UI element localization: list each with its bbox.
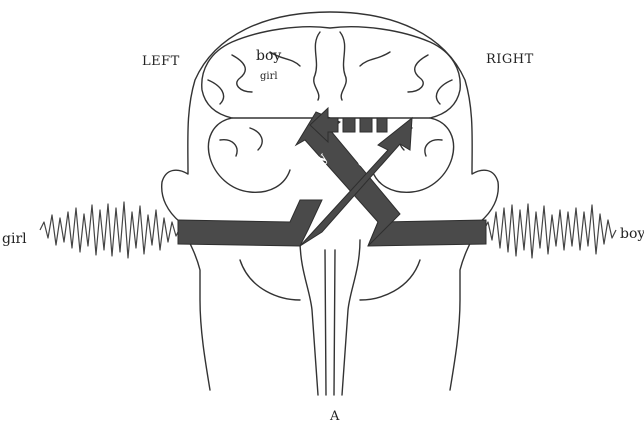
- left-side-label: LEFT: [142, 54, 180, 69]
- figure-letter: A: [329, 409, 340, 423]
- cerebrum-outline: [202, 27, 461, 118]
- left-ear-sound-wave: [40, 202, 180, 258]
- right-side-label: RIGHT: [486, 52, 534, 67]
- brainstem-outline: [300, 240, 360, 395]
- hemisphere-word-girl: girl: [260, 71, 278, 82]
- hemisphere-word-boy: boy: [256, 48, 281, 64]
- left-lower-lobe: [208, 118, 290, 192]
- brainstem-inner: [325, 250, 335, 395]
- right-ear-sound-wave: [484, 204, 616, 258]
- head-outline: [162, 12, 499, 390]
- right-ear-word: boy: [620, 226, 644, 242]
- left-ear-pathway: [178, 200, 322, 246]
- brainstem-base: [240, 260, 420, 300]
- left-lobe-folds: [220, 128, 262, 156]
- left-ear-word: girl: [2, 231, 27, 247]
